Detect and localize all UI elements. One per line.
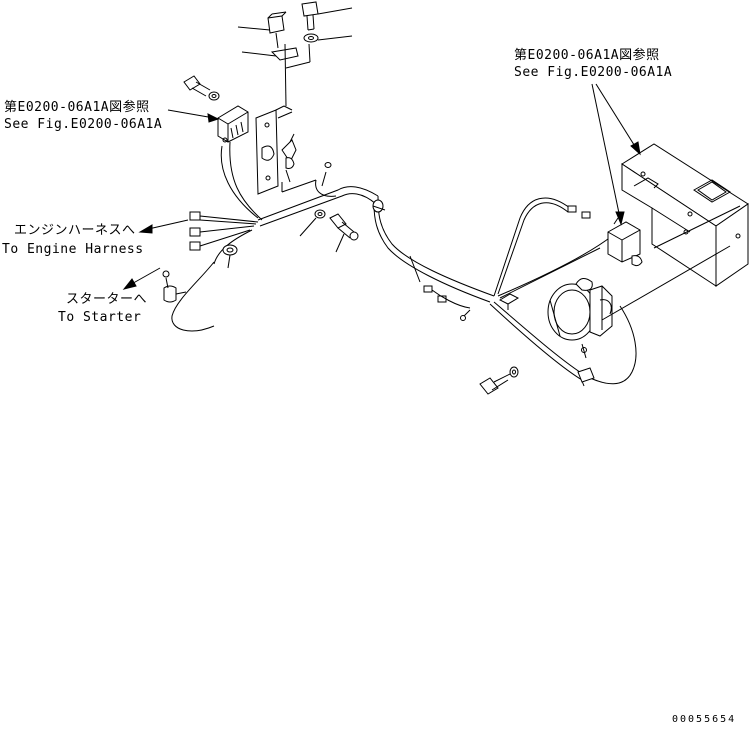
ref-arrows-right bbox=[591, 83, 641, 226]
engine-harness-en-label: To Engine Harness bbox=[2, 242, 144, 257]
right-ref-en-label: See Fig.E0200-06A1A bbox=[514, 65, 673, 80]
middle-bolt bbox=[329, 213, 359, 241]
engine-harness-jp-label: エンジンハーネスへ bbox=[14, 223, 136, 238]
drawing-code: 00055654 bbox=[672, 714, 737, 725]
engine-harness-arrow bbox=[138, 219, 189, 234]
upper-clamp bbox=[270, 43, 311, 107]
right-relay bbox=[607, 217, 643, 267]
vertical-bracket bbox=[255, 105, 297, 195]
left-ref-en-label: See Fig.E0200-06A1A bbox=[4, 117, 163, 132]
left-ref-jp-label: 第E0200-06A1A図参照 bbox=[4, 100, 150, 115]
top-bolt bbox=[301, 1, 319, 43]
top-fuse-part bbox=[267, 11, 287, 49]
grommet bbox=[222, 244, 238, 269]
harness-clip-lower bbox=[498, 293, 520, 310]
ref-arrow-left bbox=[167, 109, 220, 123]
starter-jp-label: スターターへ bbox=[66, 292, 148, 307]
starter-motor bbox=[547, 278, 613, 341]
left-bolt bbox=[183, 75, 220, 101]
left-relay bbox=[217, 105, 249, 143]
left-connectors bbox=[189, 211, 259, 251]
right-bracket-plate bbox=[621, 143, 749, 287]
starter-arrow bbox=[122, 267, 161, 290]
motor-lead bbox=[577, 367, 595, 387]
starter-en-label: To Starter bbox=[58, 310, 142, 325]
bottom-bolt bbox=[479, 366, 519, 395]
starter-terminal bbox=[162, 270, 187, 303]
right-ref-jp-label: 第E0200-06A1A図参照 bbox=[514, 48, 660, 63]
harness-clip-mid bbox=[372, 199, 386, 213]
